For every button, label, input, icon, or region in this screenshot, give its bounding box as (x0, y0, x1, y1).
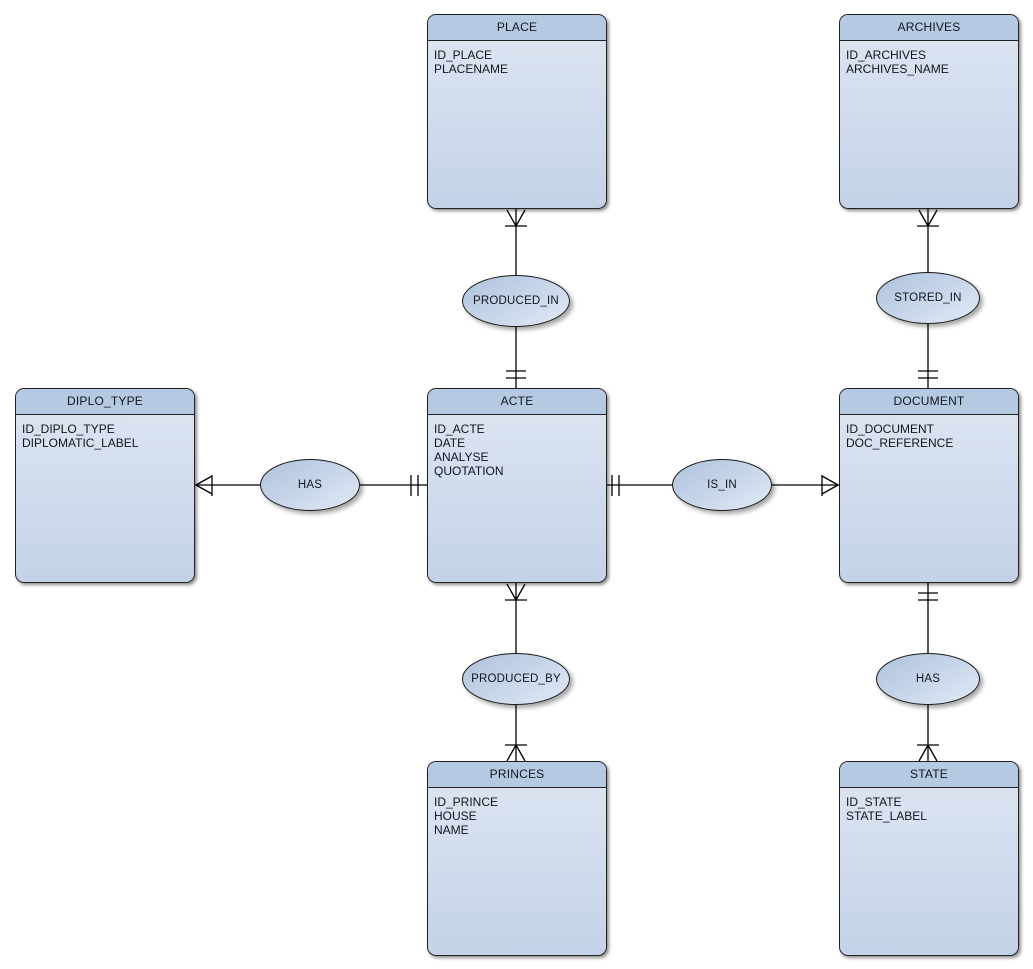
entity-state[interactable]: STATE ID_STATE STATE_LABEL (839, 761, 1019, 956)
attribute: DIPLOMATIC_LABEL (22, 436, 139, 450)
entity-document[interactable]: DOCUMENT ID_DOCUMENT DOC_REFERENCE (839, 388, 1019, 583)
entity-archives-title: ARCHIVES (840, 15, 1018, 41)
crowsfoot-place (505, 209, 527, 227)
entity-archives[interactable]: ARCHIVES ID_ARCHIVES ARCHIVES_NAME (839, 14, 1019, 209)
attribute: NAME (434, 823, 469, 837)
entity-acte-attributes: ID_ACTE DATE ANALYSE QUOTATION (428, 415, 606, 478)
crowsfoot-acte-producedby (505, 583, 527, 601)
crowsfoot-princes (505, 744, 527, 762)
crowsfoot-archives (917, 209, 939, 227)
relationship-produced-in[interactable]: PRODUCED_IN (462, 275, 570, 327)
relationship-label: PRODUCED_IN (473, 295, 559, 307)
relationship-is-in[interactable]: IS_IN (672, 459, 772, 511)
relationship-label: HAS (297, 479, 323, 491)
crowsfoot-document (821, 475, 839, 496)
attribute: ID_PRINCE (434, 795, 499, 809)
entity-princes[interactable]: PRINCES ID_PRINCE HOUSE NAME (427, 761, 607, 956)
entity-acte-title: ACTE (428, 389, 606, 415)
attribute: HOUSE (434, 809, 477, 823)
attribute: ID_DIPLO_TYPE (22, 422, 115, 436)
attribute: ID_ARCHIVES (846, 48, 927, 62)
attribute: ANALYSE (434, 450, 489, 464)
entity-princes-title: PRINCES (428, 762, 606, 788)
attribute: QUOTATION (434, 464, 504, 478)
entity-diplo-type[interactable]: DIPLO_TYPE ID_DIPLO_TYPE DIPLOMATIC_LABE… (15, 388, 195, 583)
cardinality-one-acte-has (410, 475, 419, 496)
cardinality-one-document-storedin (918, 370, 938, 379)
attribute: PLACENAME (434, 62, 509, 76)
entity-document-attributes: ID_DOCUMENT DOC_REFERENCE (840, 415, 1018, 450)
relationship-label: PRODUCED_BY (471, 673, 561, 685)
attribute: DATE (434, 436, 466, 450)
entity-place-title: PLACE (428, 15, 606, 41)
entity-acte[interactable]: ACTE ID_ACTE DATE ANALYSE QUOTATION (427, 388, 607, 583)
entity-state-attributes: ID_STATE STATE_LABEL (840, 788, 1018, 823)
cardinality-one-acte-producedin (506, 370, 526, 379)
attribute: ID_DOCUMENT (846, 422, 935, 436)
attribute: ID_STATE (846, 795, 902, 809)
entity-state-title: STATE (840, 762, 1018, 788)
relationship-label: HAS (915, 673, 941, 685)
entity-document-title: DOCUMENT (840, 389, 1018, 415)
cardinality-one-acte-isin (611, 475, 620, 496)
entity-archives-attributes: ID_ARCHIVES ARCHIVES_NAME (840, 41, 1018, 76)
relationship-has-diplo-type[interactable]: HAS (260, 459, 360, 511)
entity-place[interactable]: PLACE ID_PLACE PLACENAME (427, 14, 607, 209)
relationship-produced-by[interactable]: PRODUCED_BY (462, 653, 570, 705)
attribute: ID_PLACE (434, 48, 493, 62)
relationship-label: STORED_IN (894, 292, 962, 304)
cardinality-one-document-hasstate (918, 592, 938, 601)
entity-diplo-type-attributes: ID_DIPLO_TYPE DIPLOMATIC_LABEL (16, 415, 194, 450)
entity-place-attributes: ID_PLACE PLACENAME (428, 41, 606, 76)
crowsfoot-state (917, 744, 939, 762)
attribute: DOC_REFERENCE (846, 436, 954, 450)
attribute: STATE_LABEL (846, 809, 927, 823)
attribute: ID_ACTE (434, 422, 485, 436)
entity-princes-attributes: ID_PRINCE HOUSE NAME (428, 788, 606, 837)
relationship-has-state[interactable]: HAS (876, 653, 980, 705)
relationship-label: IS_IN (707, 479, 737, 491)
entity-diplo-type-title: DIPLO_TYPE (16, 389, 194, 415)
relationship-stored-in[interactable]: STORED_IN (876, 272, 980, 324)
attribute: ARCHIVES_NAME (846, 62, 949, 76)
crowsfoot-diplotype (195, 475, 213, 496)
